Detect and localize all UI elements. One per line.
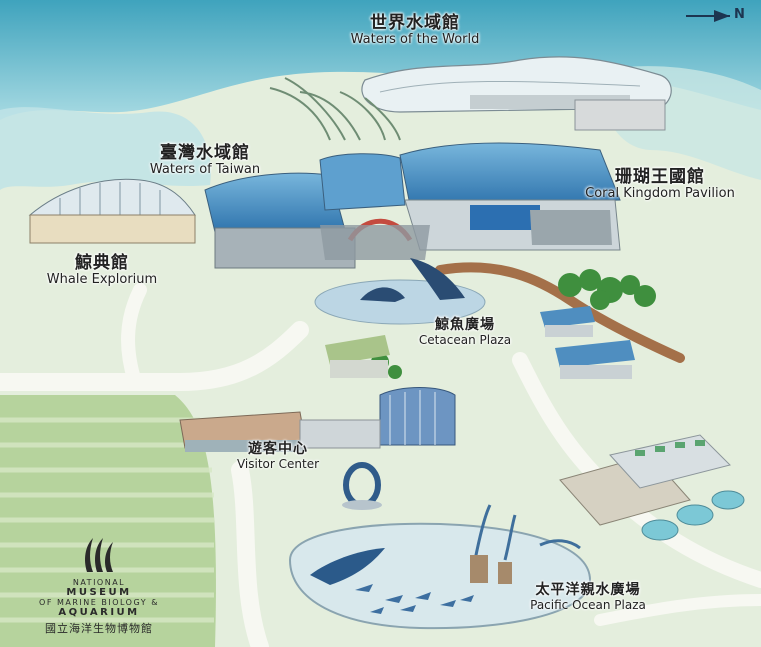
blue-shed-1 (540, 306, 595, 337)
north-arrow-icon (686, 10, 730, 22)
research-facility (559, 434, 731, 526)
label-cetacean-plaza[interactable]: 鯨魚廣場 Cetacean Plaza (395, 317, 535, 347)
waters-of-taiwan-building (204, 153, 406, 269)
lawn-stripes (0, 417, 214, 623)
label-en: Waters of the World (350, 32, 480, 48)
blue-shed-2 (555, 340, 635, 379)
label-zh: 鯨典館 (75, 253, 129, 273)
logo-line-4: AQUARIUM (58, 607, 140, 618)
logo-line-5: 國立海洋生物博物館 (45, 622, 153, 635)
label-visitor-center[interactable]: 遊客中心 Visitor Center (218, 441, 338, 471)
label-waters-of-the-world[interactable]: 世界水域館 Waters of the World (315, 13, 515, 48)
label-zh: 鯨魚廣場 (435, 317, 495, 333)
waters-of-the-world-building (269, 56, 672, 141)
compass-label: N (734, 7, 745, 22)
label-waters-of-taiwan[interactable]: 臺灣水域館 Waters of Taiwan (110, 143, 300, 178)
water-tanks (641, 490, 745, 541)
label-coral-kingdom-pavilion[interactable]: 珊瑚王國館 Coral Kingdom Pavilion (560, 167, 760, 202)
label-whale-explorium[interactable]: 鯨典館 Whale Explorium (22, 253, 182, 288)
visitor-center-building (179, 387, 456, 452)
label-en: Cetacean Plaza (418, 332, 512, 347)
sea-left-wash (0, 107, 211, 190)
pacific-ocean-plaza-pool (288, 504, 592, 630)
coral-kingdom-building (399, 142, 621, 251)
label-pacific-ocean-plaza[interactable]: 太平洋親水廣場 Pacific Ocean Plaza (508, 582, 668, 612)
ring-sculpture (342, 462, 382, 510)
label-en: Whale Explorium (46, 272, 158, 288)
label-en: Pacific Ocean Plaza (530, 597, 646, 612)
label-en: Coral Kingdom Pavilion (585, 186, 735, 202)
label-zh: 遊客中心 (248, 441, 308, 457)
label-zh: 太平洋親水廣場 (535, 582, 641, 598)
sea (0, 0, 761, 120)
cetacean-plaza-pool (314, 258, 486, 325)
label-en: Waters of Taiwan (149, 162, 261, 178)
museum-logo-icon (85, 538, 113, 572)
label-en: Visitor Center (236, 456, 320, 471)
logo-line-1: NATIONAL (72, 578, 126, 587)
label-zh: 臺灣水域館 (160, 143, 250, 163)
museum-logo: NATIONAL MUSEUM OF MARINE BIOLOGY & AQUA… (24, 536, 174, 636)
label-zh: 珊瑚王國館 (615, 167, 705, 187)
small-pavilion (325, 335, 390, 378)
logo-line-3: OF MARINE BIOLOGY & (39, 598, 159, 607)
whale-explorium-building (28, 178, 196, 244)
label-zh: 世界水域館 (370, 13, 460, 33)
compass: N (684, 7, 748, 25)
logo-line-2: MUSEUM (66, 587, 132, 598)
footpath (435, 262, 685, 363)
